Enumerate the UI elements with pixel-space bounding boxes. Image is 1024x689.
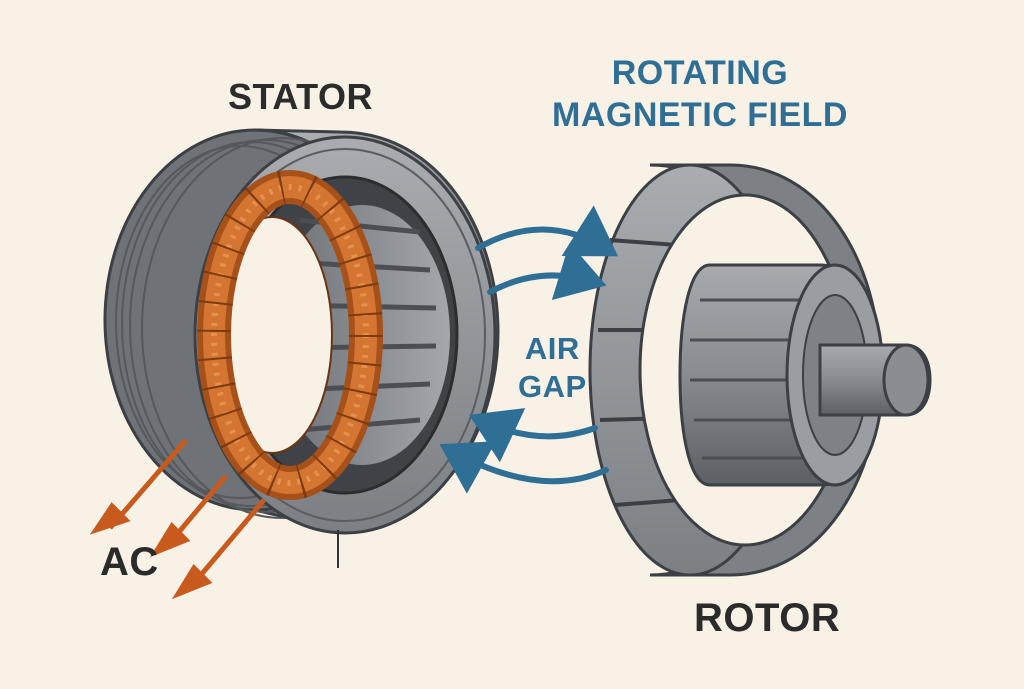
copper-windings <box>197 170 383 500</box>
air-gap-label-line1: AIR <box>524 331 580 366</box>
rotor-label: ROTOR <box>694 596 841 640</box>
field-arrow-bottom-1 <box>469 408 598 463</box>
field-arrow-bottom-2 <box>439 441 609 494</box>
rotating-field-label-line2: MAGNETIC FIELD <box>552 96 848 134</box>
ac-arrow-icon <box>89 438 266 600</box>
rotor-icon <box>588 163 932 577</box>
air-gap-label: AIR GAP <box>518 330 587 406</box>
field-arrow-icon <box>439 205 619 494</box>
stator-label: STATOR <box>228 76 373 117</box>
field-arrow-top-2 <box>487 242 607 301</box>
ac-label: AC <box>100 540 159 584</box>
field-arrow-top-1 <box>475 205 619 257</box>
rotating-field-label-line1: ROTATING <box>611 54 789 92</box>
rotating-field-label: ROTATING MAGNETIC FIELD <box>552 52 848 136</box>
stator-icon <box>103 128 500 568</box>
air-gap-label-line2: GAP <box>518 369 587 404</box>
